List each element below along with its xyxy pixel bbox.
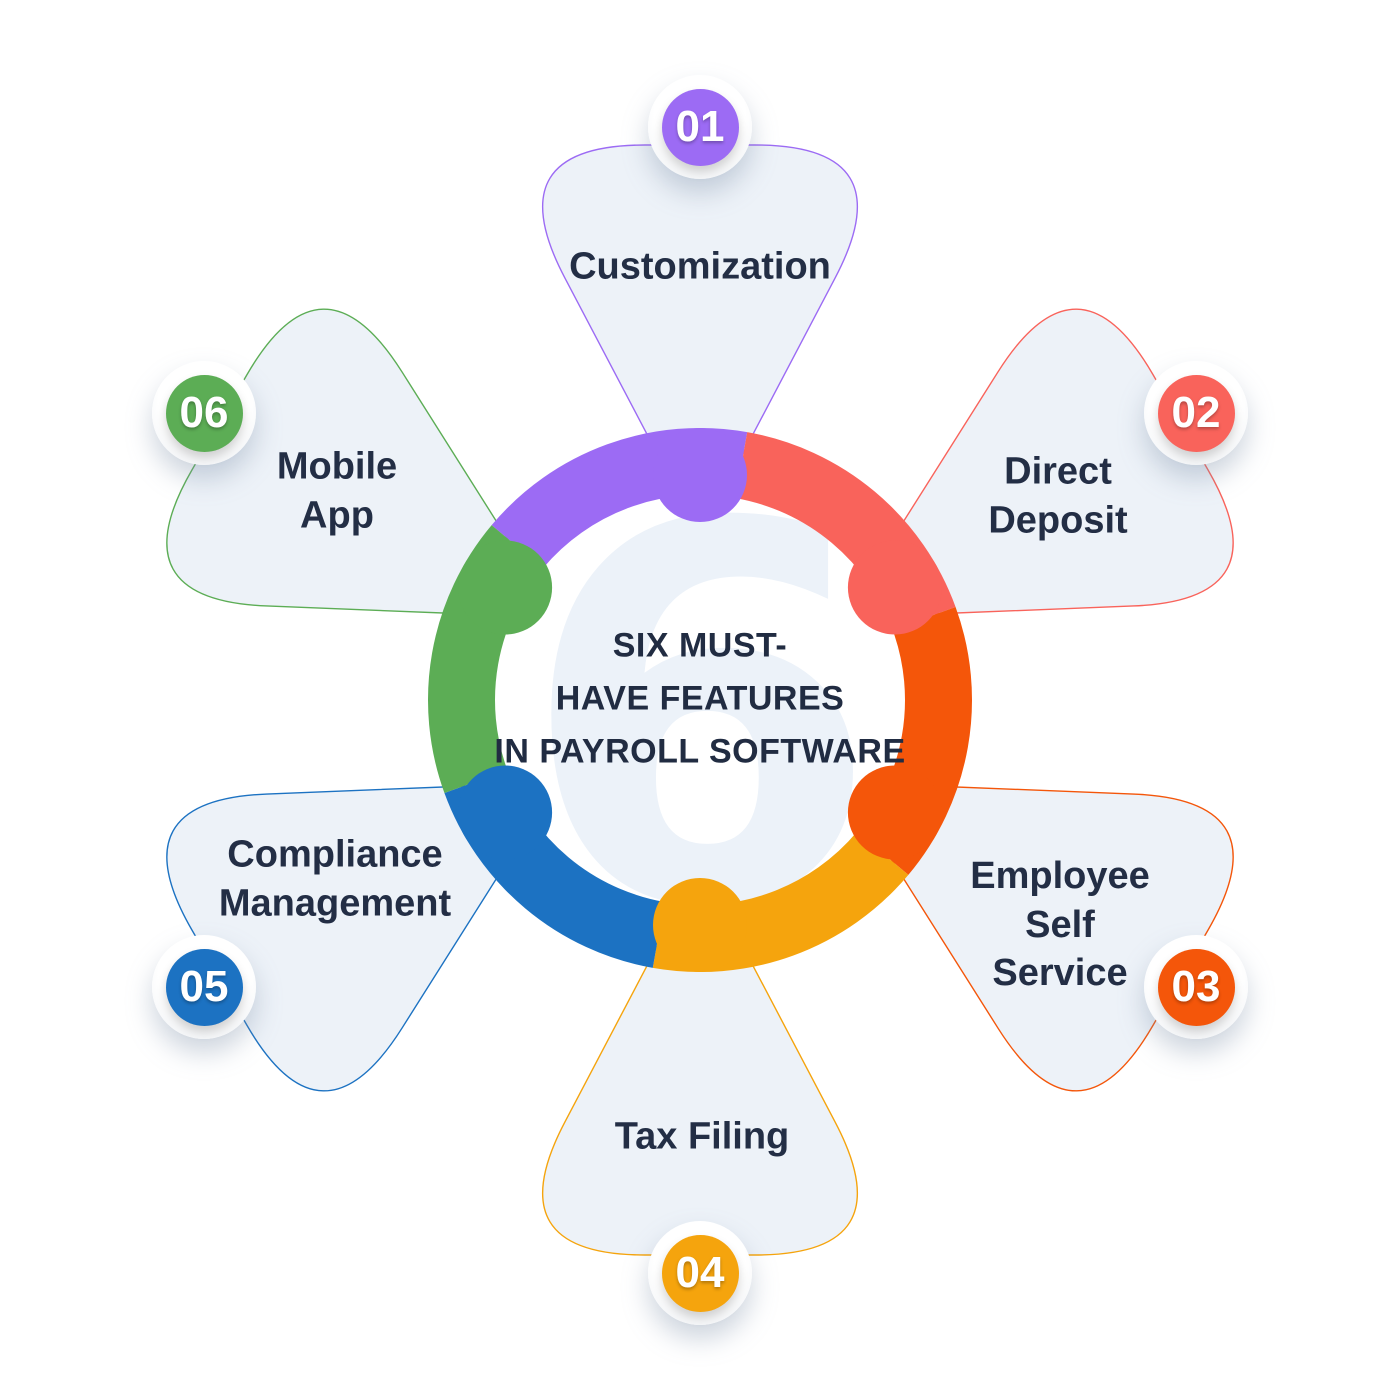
- petal-label-tax-filing: Tax Filing: [614, 1115, 790, 1158]
- ring-tab-compliance-management: [458, 765, 553, 860]
- badge-03-number: 03: [1171, 962, 1221, 1011]
- badge-04-circle: 04: [661, 1234, 739, 1312]
- center-title-line-2: HAVE FEATURES: [555, 679, 845, 718]
- badge-01-number: 01: [675, 102, 725, 151]
- badge-06-number: 06: [179, 388, 229, 437]
- ring-tab-tax-filing: [653, 878, 747, 972]
- ring-tab-mobile-app: [458, 540, 553, 635]
- badge-02-number: 02: [1171, 388, 1221, 437]
- petal-label-customization: Customization: [569, 245, 831, 288]
- badge-01-circle: 01: [661, 88, 739, 166]
- badge-02-circle: 02: [1157, 374, 1235, 452]
- petal-label-employee-self-service: Employee Self Service: [970, 855, 1150, 995]
- ring-tab-direct-deposit: [847, 540, 942, 635]
- center-title-line-1: SIX MUST-: [612, 626, 788, 665]
- petal-label-compliance-management: Compliance Management: [218, 833, 452, 924]
- ring-tab-customization: [653, 428, 747, 522]
- badge-05-number: 05: [179, 962, 229, 1011]
- badge-06: 06: [152, 361, 256, 465]
- center-title: SIX MUST- HAVE FEATURES IN PAYROLL SOFTW…: [420, 620, 980, 779]
- badge-04-number: 04: [675, 1248, 725, 1297]
- badge-03-circle: 03: [1157, 948, 1235, 1026]
- ring-tabs: [458, 428, 942, 972]
- petal-label-direct-deposit: Direct Deposit: [988, 450, 1128, 541]
- badge-06-circle: 06: [165, 374, 243, 452]
- center-title-line-3: IN PAYROLL SOFTWARE: [494, 732, 906, 771]
- badge-01: 01: [648, 75, 752, 179]
- badge-04: 04: [648, 1221, 752, 1325]
- badge-03: 03: [1144, 935, 1248, 1039]
- badge-05: 05: [152, 935, 256, 1039]
- ring-tab-employee-self-service: [847, 765, 942, 860]
- badge-05-circle: 05: [165, 948, 243, 1026]
- petal-label-mobile-app: Mobile App: [276, 445, 398, 536]
- center-disc: [495, 495, 905, 905]
- badge-02: 02: [1144, 361, 1248, 465]
